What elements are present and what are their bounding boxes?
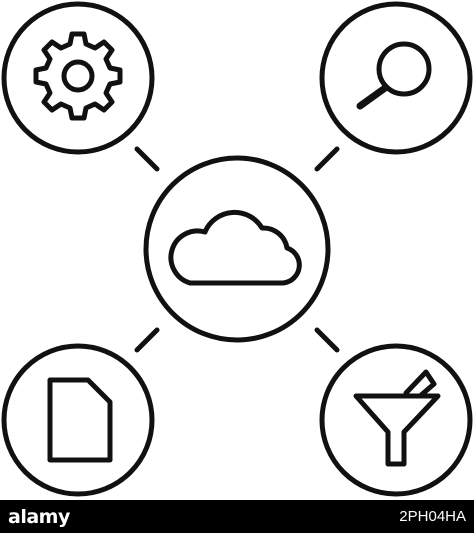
magnifier-node-ring <box>319 1 473 155</box>
connector-bottom-left <box>134 327 160 353</box>
center-node <box>143 155 331 343</box>
funnel-icon <box>353 369 441 467</box>
connector-top-left <box>134 146 160 172</box>
magnifier-node <box>319 1 473 155</box>
connector-lines <box>134 146 340 353</box>
cloud-network-illustration <box>1 1 473 497</box>
footer-bar: alamy 2PH04HA <box>0 500 474 533</box>
brand-logo: alamy <box>8 505 70 528</box>
document-node-ring <box>1 343 155 497</box>
funnel-node <box>319 343 473 497</box>
gear-icon <box>33 31 123 121</box>
document-node <box>1 343 155 497</box>
center-node-ring <box>143 155 331 343</box>
cloud-icon <box>168 209 302 286</box>
funnel-node-ring <box>319 343 473 497</box>
gear-node-ring <box>1 1 155 155</box>
document-icon <box>47 377 113 463</box>
connector-bottom-right <box>314 327 340 353</box>
gear-node <box>1 1 155 155</box>
connector-top-right <box>314 146 340 172</box>
magnifier-icon <box>356 41 432 110</box>
image-id-label: 2PH04HA <box>399 508 466 525</box>
